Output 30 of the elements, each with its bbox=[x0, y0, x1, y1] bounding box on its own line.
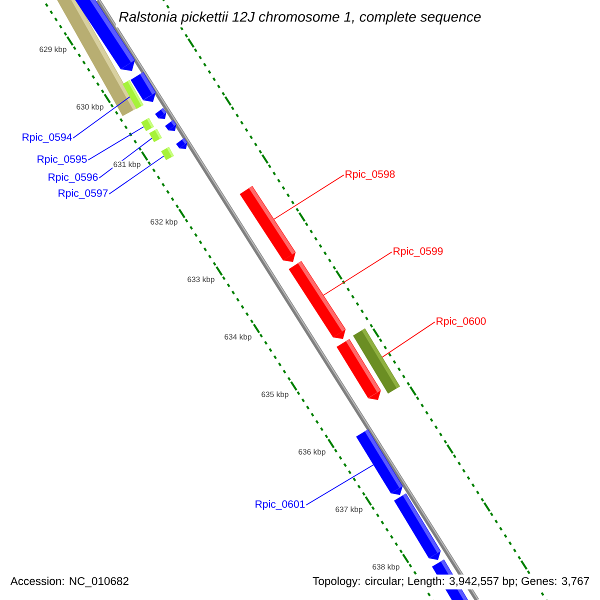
gene-block bbox=[356, 429, 403, 495]
leader-line bbox=[274, 174, 344, 220]
gene-block bbox=[141, 118, 154, 132]
gene-block bbox=[165, 120, 176, 131]
gene-label: Rpic_0601 bbox=[256, 500, 305, 510]
gene-label: Rpic_0597 bbox=[58, 189, 108, 199]
info-text: Accession: NC_010682 bbox=[8, 574, 132, 590]
gene-block bbox=[130, 72, 156, 102]
gene-block bbox=[149, 128, 162, 142]
gene-label: Rpic_0600 bbox=[436, 317, 486, 327]
gene-label: Rpic_0595 bbox=[38, 155, 87, 165]
gene-label: Rpic_0594 bbox=[22, 133, 72, 143]
leader-line bbox=[72, 96, 130, 138]
gene-block bbox=[240, 186, 296, 262]
leader-line bbox=[306, 464, 374, 506]
gene-block bbox=[155, 108, 166, 119]
leader-line bbox=[382, 322, 436, 358]
gene-block bbox=[353, 328, 400, 394]
leader-line bbox=[323, 252, 392, 296]
gene-block bbox=[161, 146, 174, 160]
map-title: Ralstonia pickettii 12J chromosome 1, complete sequence bbox=[116, 8, 484, 28]
info-text: Topology: circular; Length: 3,942,557 bp; Genes: 3,767 bbox=[310, 574, 592, 590]
leader-line bbox=[88, 126, 144, 160]
gene-block bbox=[176, 138, 188, 149]
leader-line bbox=[108, 156, 164, 194]
gene-block bbox=[394, 493, 441, 560]
gene-label: Rpic_0596 bbox=[48, 173, 98, 183]
gene-label: Rpic_0599 bbox=[394, 247, 443, 257]
gene-block bbox=[288, 260, 346, 339]
gene-label: Rpic_0598 bbox=[346, 170, 395, 180]
